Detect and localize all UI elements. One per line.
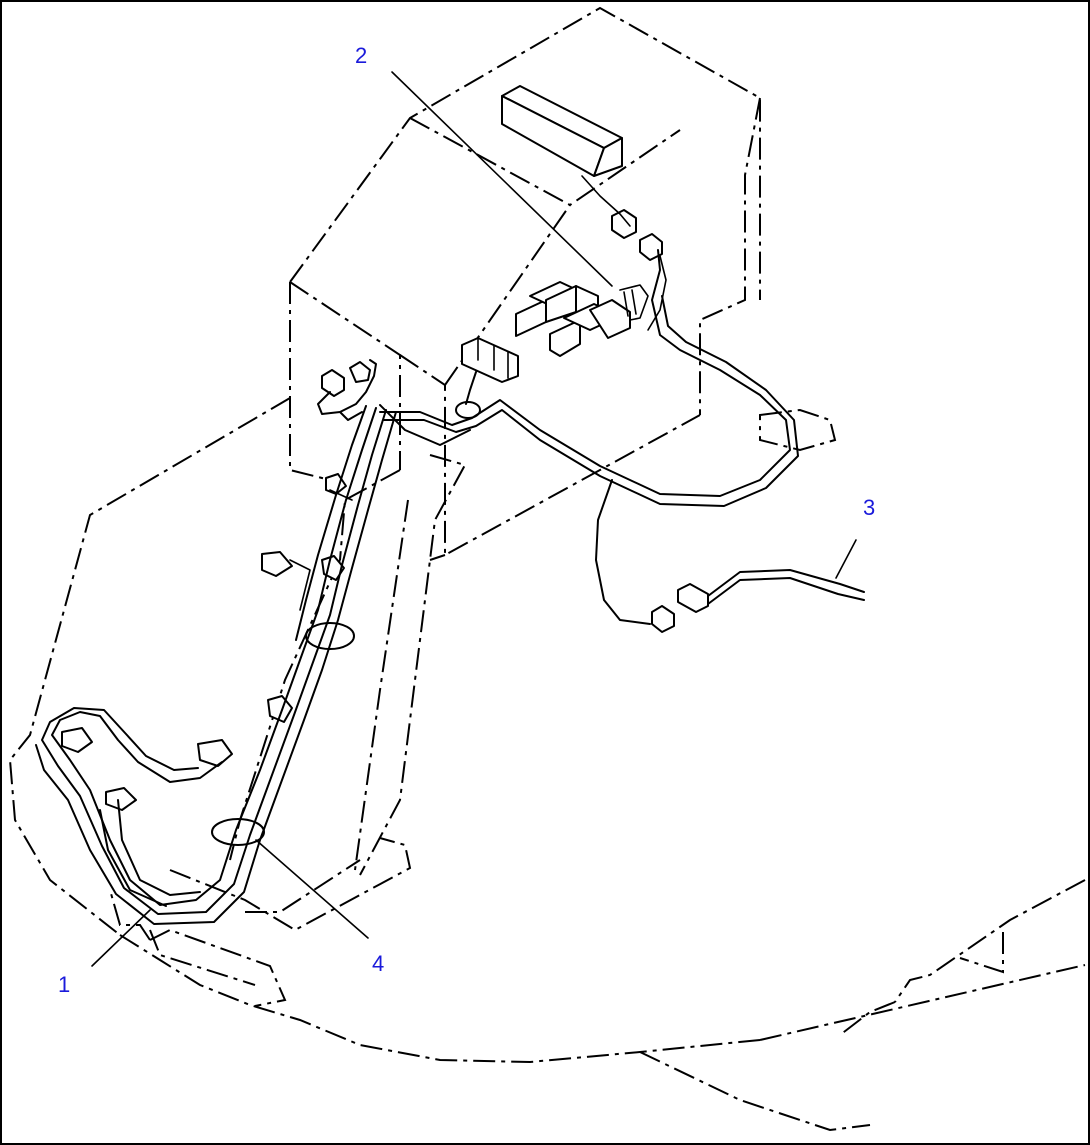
callout-2: 2 bbox=[355, 43, 368, 68]
wire-harness bbox=[35, 175, 865, 925]
callout-1: 1 bbox=[58, 972, 71, 997]
leader-4 bbox=[255, 839, 369, 939]
leader-2 bbox=[391, 71, 613, 287]
leader-1 bbox=[91, 909, 151, 967]
relay-cluster bbox=[515, 281, 649, 357]
connector-block bbox=[461, 337, 519, 383]
small-connectors bbox=[61, 209, 709, 811]
leader-lines bbox=[91, 71, 857, 967]
terminal-block bbox=[501, 85, 623, 177]
leader-3 bbox=[835, 539, 857, 579]
callout-3: 3 bbox=[863, 495, 876, 520]
cab-outline bbox=[8, 397, 1086, 1132]
callout-4: 4 bbox=[372, 951, 385, 976]
controller-box bbox=[229, 6, 761, 876]
